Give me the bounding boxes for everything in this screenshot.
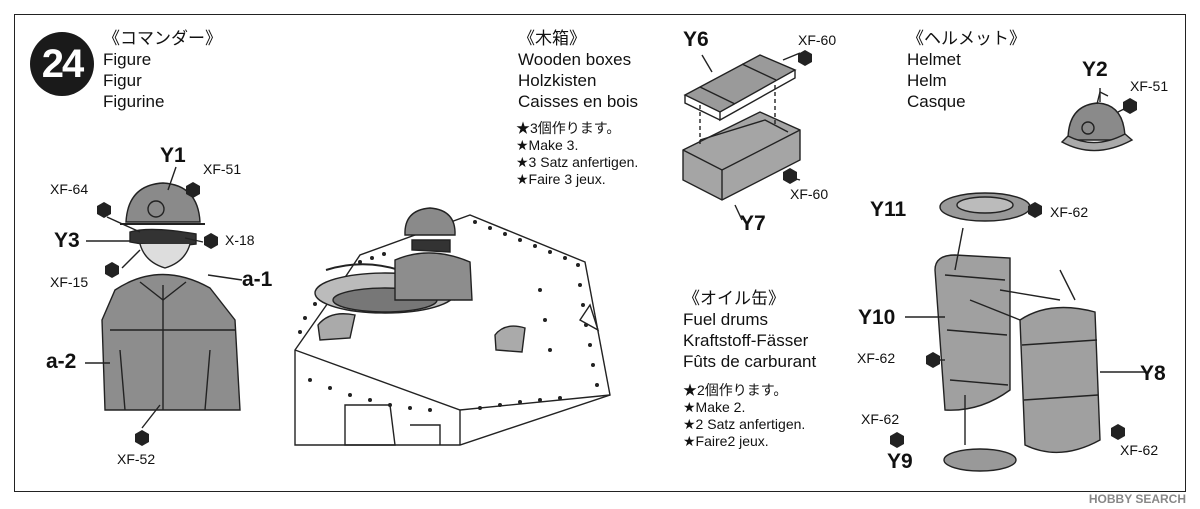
- color-xf51-label: XF-51: [203, 161, 242, 177]
- drums-title-jp: 《オイル缶》: [683, 289, 785, 308]
- rivets: [298, 220, 599, 412]
- boxes-title-de: Holzkisten: [518, 71, 597, 90]
- helmet-color-label: XF-51: [1130, 78, 1169, 94]
- drums-title-fr: Fûts de carburant: [683, 352, 817, 371]
- box-lid-color-label: XF-60: [798, 32, 837, 48]
- drums-instr-en: ★Make 2.: [683, 399, 746, 415]
- part-a2-label: a-2: [46, 350, 77, 373]
- figure-title-en: Figure: [103, 50, 152, 69]
- part-y1-label: Y1: [160, 144, 186, 167]
- boxes-title-en: Wooden boxes: [518, 50, 632, 69]
- helmet-drawing: [1060, 88, 1134, 152]
- drums-instructions: ★2個作ります。 ★Make 2. ★2 Satz anfertigen. ★F…: [683, 382, 805, 450]
- color-xf64-label: XF-64: [50, 181, 89, 197]
- helmet-title-jp: 《ヘルメット》: [907, 29, 1026, 48]
- drums-instr-de: ★2 Satz anfertigen.: [683, 416, 806, 432]
- part-y11-label: Y11: [870, 198, 907, 221]
- drums-title-en: Fuel drums: [683, 310, 769, 329]
- boxes-instr-de: ★3 Satz anfertigen.: [516, 154, 639, 170]
- box-body-color-label: XF-60: [790, 186, 829, 202]
- watermark-text: HOBBY SEARCH: [1088, 492, 1186, 506]
- drums-instr-fr: ★Faire2 jeux.: [683, 433, 769, 449]
- color-x18-label: X-18: [225, 232, 255, 248]
- part-y2-label: Y2: [1082, 58, 1108, 81]
- drums-title-de: Kraftstoff-Fässer: [683, 331, 809, 350]
- helmet-title-fr: Casque: [907, 92, 966, 111]
- commander-figure-drawing: [85, 166, 243, 429]
- color-xf52-label: XF-52: [117, 451, 156, 467]
- paint-marks: [97, 50, 1137, 448]
- drum-bottom-color-label: XF-62: [861, 411, 900, 427]
- part-a1-label: a-1: [242, 268, 273, 291]
- color-xf15-label: XF-15: [50, 274, 89, 290]
- figure-title-jp: 《コマンダー》: [103, 29, 222, 48]
- instruction-frame: [14, 14, 1186, 492]
- boxes-title-fr: Caisses en bois: [518, 92, 639, 111]
- boxes-title-jp: 《木箱》: [518, 29, 586, 48]
- wooden-box-drawing: [682, 52, 801, 221]
- figure-title-fr: Figurine: [103, 92, 165, 111]
- figure-title-block: 《コマンダー》 Figure Figur Figurine: [103, 28, 222, 112]
- part-y7-label: Y7: [740, 212, 766, 235]
- boxes-title-block: 《木箱》 Wooden boxes Holzkisten Caisses en …: [518, 28, 638, 112]
- part-y8-label: Y8: [1140, 362, 1166, 385]
- drum-half-color-label: XF-62: [857, 350, 896, 366]
- boxes-instr-jp: ★3個作ります。: [516, 120, 621, 136]
- drums-title-block: 《オイル缶》 Fuel drums Kraftstoff-Fässer Fûts…: [683, 288, 816, 372]
- helmet-title-en: Helmet: [907, 50, 961, 69]
- drum-body-color-label: XF-62: [1120, 442, 1159, 458]
- boxes-instructions: ★3個作ります。 ★Make 3. ★3 Satz anfertigen. ★F…: [516, 120, 638, 188]
- step-number-badge: 24: [30, 32, 94, 96]
- part-y9-label: Y9: [887, 450, 913, 473]
- fuel-drum-drawing: [905, 192, 1145, 472]
- boxes-instr-fr: ★Faire 3 jeux.: [516, 171, 606, 187]
- drums-instr-jp: ★2個作ります。: [683, 382, 788, 398]
- tank-turret-drawing: [294, 207, 611, 446]
- drum-lid-color-label: XF-62: [1050, 204, 1089, 220]
- boxes-instr-en: ★Make 3.: [516, 137, 579, 153]
- figure-title-de: Figur: [103, 71, 142, 90]
- helmet-title-block: 《ヘルメット》 Helmet Helm Casque: [907, 28, 1026, 112]
- part-y6-label: Y6: [683, 28, 709, 51]
- part-y3-label: Y3: [54, 229, 80, 252]
- part-y10-label: Y10: [858, 306, 896, 329]
- helmet-title-de: Helm: [907, 71, 947, 90]
